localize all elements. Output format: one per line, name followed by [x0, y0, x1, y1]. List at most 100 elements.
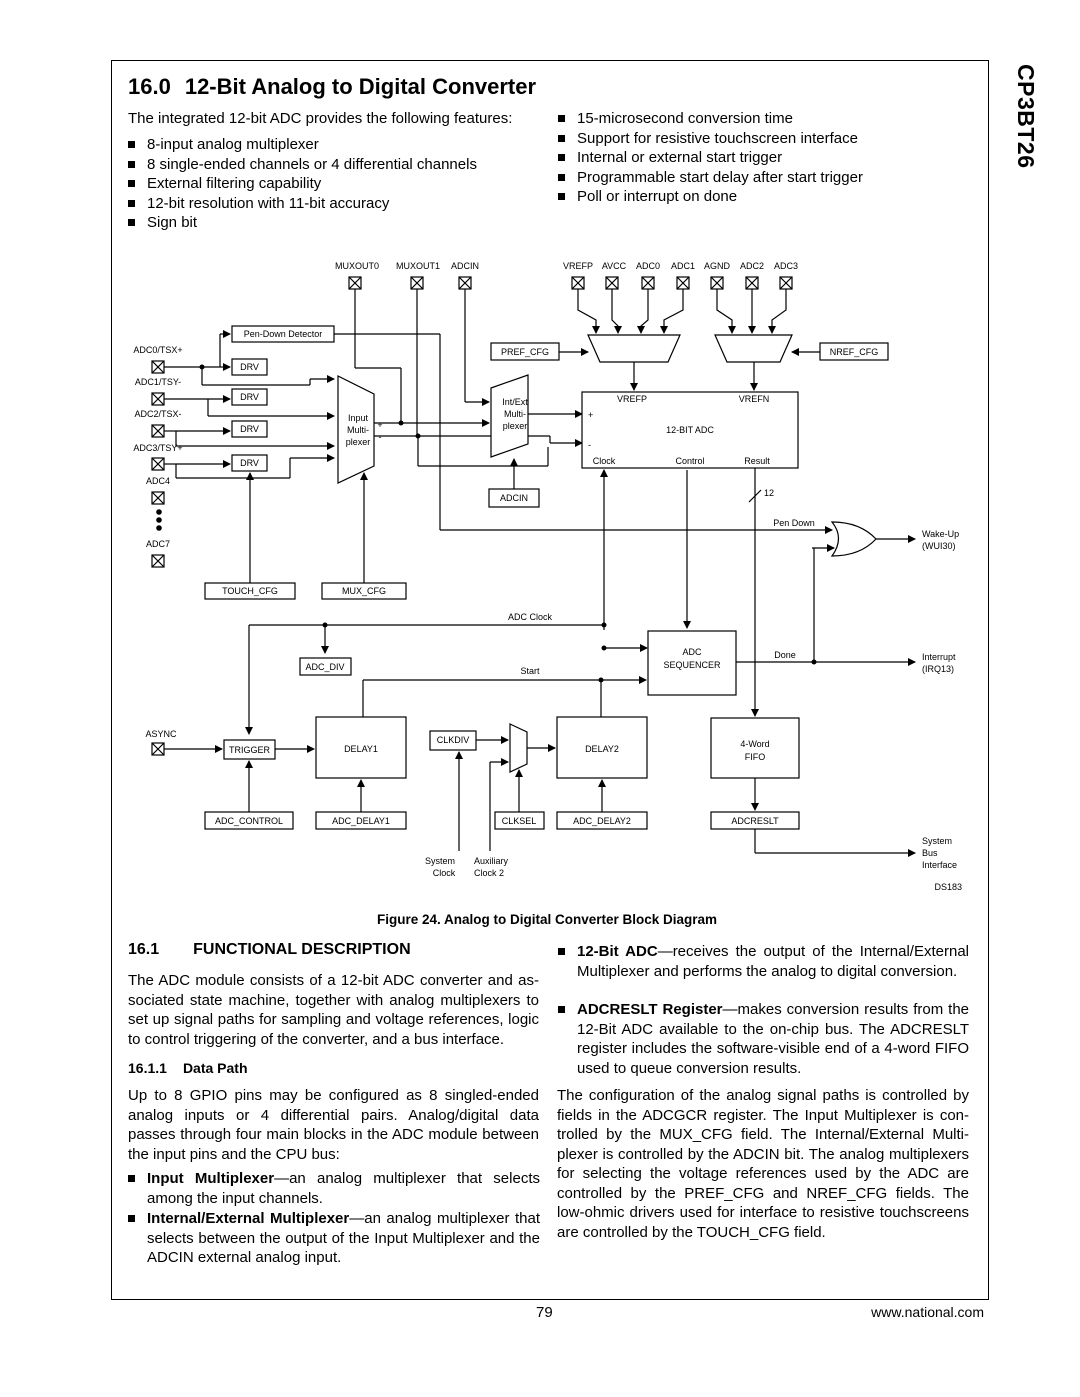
svg-text:ADC_DIV: ADC_DIV [305, 662, 344, 672]
svg-text:(WUI30): (WUI30) [922, 541, 956, 551]
feature-item: Sign bit [126, 213, 546, 233]
pin-label: ADC4 [146, 476, 170, 486]
svg-text:Input: Input [348, 413, 369, 423]
svg-text:-: - [588, 440, 591, 450]
svg-text:VREFP: VREFP [617, 394, 647, 404]
adc-block-diagram: MUXOUT0 MUXOUT1 ADCIN VREFP AVCC ADC0 AD… [133, 261, 962, 892]
functional-description-paragraph: The ADC module consists of a 12-bit ADC … [128, 972, 539, 1048]
svg-text:Wake-Up: Wake-Up [922, 529, 959, 539]
feature-item: Poll or interrupt on done [556, 187, 976, 207]
svg-text:DELAY1: DELAY1 [344, 744, 378, 754]
figure-caption: Figure 24. Analog to Digital Converter B… [376, 912, 718, 927]
svg-text:Multi-: Multi- [504, 409, 526, 419]
pin-agnd [710, 276, 724, 290]
clock-multiplexer [509, 723, 528, 773]
svg-text:PREF_CFG: PREF_CFG [501, 347, 549, 357]
svg-text:System: System [922, 836, 952, 846]
12-bit-adc [581, 391, 799, 469]
svg-text:plexer: plexer [503, 421, 528, 431]
svg-text:Auxiliary: Auxiliary [474, 856, 509, 866]
pin-vrefp [571, 276, 585, 290]
feature-item: 8-input analog multiplexer [126, 135, 546, 155]
svg-text:ADC_DELAY1: ADC_DELAY1 [332, 816, 390, 826]
svg-text:4-Word: 4-Word [740, 739, 769, 749]
svg-text:SEQUENCER: SEQUENCER [663, 660, 721, 670]
pin-label: MUXOUT1 [396, 261, 440, 271]
svg-text:12-BIT ADC: 12-BIT ADC [666, 425, 714, 435]
feature-item: Support for resistive touchscreen interf… [556, 129, 976, 149]
or-gate [830, 521, 877, 557]
svg-text:ADC: ADC [682, 647, 702, 657]
feature-item: 8 single-ended channels or 4 differentia… [126, 155, 546, 175]
pin-label: VREFP [563, 261, 593, 271]
svg-text:-: - [379, 432, 382, 442]
svg-text:Interface: Interface [922, 860, 957, 870]
pin-adcin [458, 276, 472, 290]
svg-text:Done: Done [774, 650, 796, 660]
svg-text:ADCIN: ADCIN [500, 493, 528, 503]
pin-adc3 [779, 276, 793, 290]
clksel-register [494, 811, 545, 830]
svg-text:ADCRESLT: ADCRESLT [731, 816, 779, 826]
pin-label: ADC7 [146, 539, 170, 549]
nref-multiplexer [714, 334, 793, 363]
svg-text:Result: Result [744, 456, 770, 466]
svg-text:Control: Control [675, 456, 704, 466]
svg-text:+: + [377, 420, 382, 430]
svg-text:12: 12 [764, 488, 774, 498]
svg-text:Bus: Bus [922, 848, 938, 858]
svg-text:System: System [425, 856, 455, 866]
pin-label: MUXOUT0 [335, 261, 379, 271]
svg-text:TOUCH_CFG: TOUCH_CFG [222, 586, 278, 596]
svg-text:DELAY2: DELAY2 [585, 744, 619, 754]
feature-item: Programmable start delay after start tri… [556, 168, 976, 188]
adc-div-register [299, 657, 352, 676]
block-item: ADCRESLT Register—makes conversion resul… [556, 1000, 969, 1078]
data-path-paragraph: Up to 8 GPIO pins may be configured as 8… [128, 1087, 539, 1163]
pin-muxout1 [410, 276, 424, 290]
svg-text:Start: Start [520, 666, 540, 676]
svg-text:Pen Down: Pen Down [773, 518, 815, 528]
delay1-block [315, 716, 407, 779]
svg-text:+: + [588, 410, 593, 420]
svg-text:plexer: plexer [346, 437, 371, 447]
svg-text:Pen-Down Detector: Pen-Down Detector [244, 329, 323, 339]
page-frame [111, 60, 989, 1300]
input-multiplexer [337, 375, 375, 484]
svg-text:ADC_DELAY2: ADC_DELAY2 [573, 816, 631, 826]
svg-text:(IRQ13): (IRQ13) [922, 664, 954, 674]
delay2-block [556, 716, 648, 779]
svg-text:ADC_CONTROL: ADC_CONTROL [215, 816, 283, 826]
svg-text:Int/Ext: Int/Ext [502, 397, 528, 407]
website-link[interactable]: www.national.com [871, 1304, 984, 1320]
pin-label: ADC1 [671, 261, 695, 271]
pin-label: ADC0/TSX+ [133, 345, 182, 355]
svg-text:Clock: Clock [593, 456, 616, 466]
pin-label: ADC3/TSY+ [133, 443, 182, 453]
block-item: 12-Bit ADC—receives the output of the In… [556, 942, 969, 981]
pin-avcc [605, 276, 619, 290]
svg-text:DRV: DRV [240, 392, 259, 402]
svg-text:CLKDIV: CLKDIV [437, 735, 470, 745]
feature-item: Internal or external start trigger [556, 148, 976, 168]
feature-item: External filtering capability [126, 174, 546, 194]
pin-label: AVCC [602, 261, 627, 271]
svg-text:DRV: DRV [240, 458, 259, 468]
pin-adc2 [745, 276, 759, 290]
pin-label: ADC3 [774, 261, 798, 271]
int-ext-multiplexer [490, 374, 529, 458]
svg-text:DRV: DRV [240, 362, 259, 372]
svg-text:DRV: DRV [240, 424, 259, 434]
pin-label: ADC1/TSY- [135, 377, 181, 387]
svg-text:NREF_CFG: NREF_CFG [830, 347, 879, 357]
pin-adc1 [676, 276, 690, 290]
pin-muxout0 [348, 276, 362, 290]
svg-text:MUX_CFG: MUX_CFG [342, 586, 386, 596]
svg-text:Clock 2: Clock 2 [474, 868, 504, 878]
svg-text:TRIGGER: TRIGGER [229, 745, 271, 755]
pin-label: ADC0 [636, 261, 660, 271]
feature-item: 12-bit resolution with 11-bit accuracy [126, 194, 546, 214]
